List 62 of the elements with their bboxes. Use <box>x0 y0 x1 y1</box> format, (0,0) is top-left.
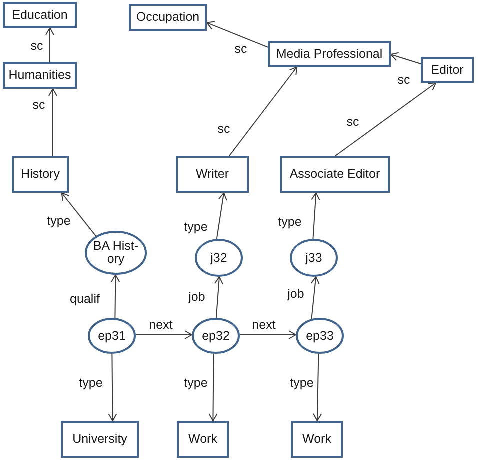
instance-ellipse <box>88 318 136 354</box>
class-box <box>177 421 229 458</box>
node-label: Work <box>188 433 218 446</box>
class-box <box>421 57 474 83</box>
node-label: University <box>72 433 128 446</box>
edge-label: job <box>188 290 206 304</box>
arrow <box>136 330 192 340</box>
arrow <box>108 354 118 422</box>
node-label: Media Professional <box>276 48 383 60</box>
class-box <box>3 2 77 28</box>
arrow <box>206 21 268 48</box>
node-label: ep32 <box>202 330 230 342</box>
node-label: j32 <box>210 252 228 264</box>
class-box <box>12 156 69 193</box>
instance-ellipse <box>195 239 243 277</box>
instance-ellipse <box>85 231 147 275</box>
node-label: ep33 <box>306 330 334 342</box>
edge-label: type <box>183 376 209 390</box>
arrow <box>48 88 58 156</box>
class-box <box>268 41 391 67</box>
edge-label: type <box>183 220 209 234</box>
node-label: Occupation <box>136 11 200 24</box>
edge-label: type <box>289 376 315 390</box>
node-label: Writer <box>196 168 230 181</box>
edge-label: type <box>78 376 104 390</box>
node-label: j33 <box>306 252 322 264</box>
arrow <box>240 330 296 340</box>
class-box <box>176 156 249 193</box>
node-label: Associate Editor <box>290 168 380 181</box>
arrow <box>208 353 218 422</box>
class-box <box>129 4 207 31</box>
class-box <box>291 421 343 458</box>
class-box <box>61 421 139 458</box>
arrow <box>216 192 228 240</box>
arrow <box>111 274 120 319</box>
arrow <box>313 354 322 422</box>
class-box <box>280 156 390 193</box>
edge-label: next <box>148 318 174 332</box>
arrow <box>61 192 96 237</box>
arrow <box>335 82 437 156</box>
arrow <box>311 192 320 240</box>
node-label: Humanities <box>8 69 72 82</box>
node-label: Editor <box>431 64 464 76</box>
arrow <box>46 28 54 62</box>
node-label: Work <box>302 433 332 446</box>
edge-label: next <box>251 318 277 332</box>
edge-label: job <box>286 287 306 301</box>
instance-ellipse <box>296 318 344 354</box>
node-label: Education <box>12 8 68 22</box>
arrow <box>310 276 320 320</box>
node-label: ep31 <box>98 330 126 342</box>
instance-ellipse <box>192 318 240 354</box>
edge-label: qualif <box>69 292 101 306</box>
edge-label: type <box>46 214 72 228</box>
instance-ellipse <box>290 239 338 277</box>
node-label: BA Hist- ory <box>92 240 140 266</box>
arrow <box>390 52 422 64</box>
class-box <box>3 62 77 89</box>
arrow <box>214 276 224 318</box>
arrow <box>229 66 298 156</box>
edge-label: type <box>277 215 303 229</box>
node-label: History <box>21 168 60 181</box>
